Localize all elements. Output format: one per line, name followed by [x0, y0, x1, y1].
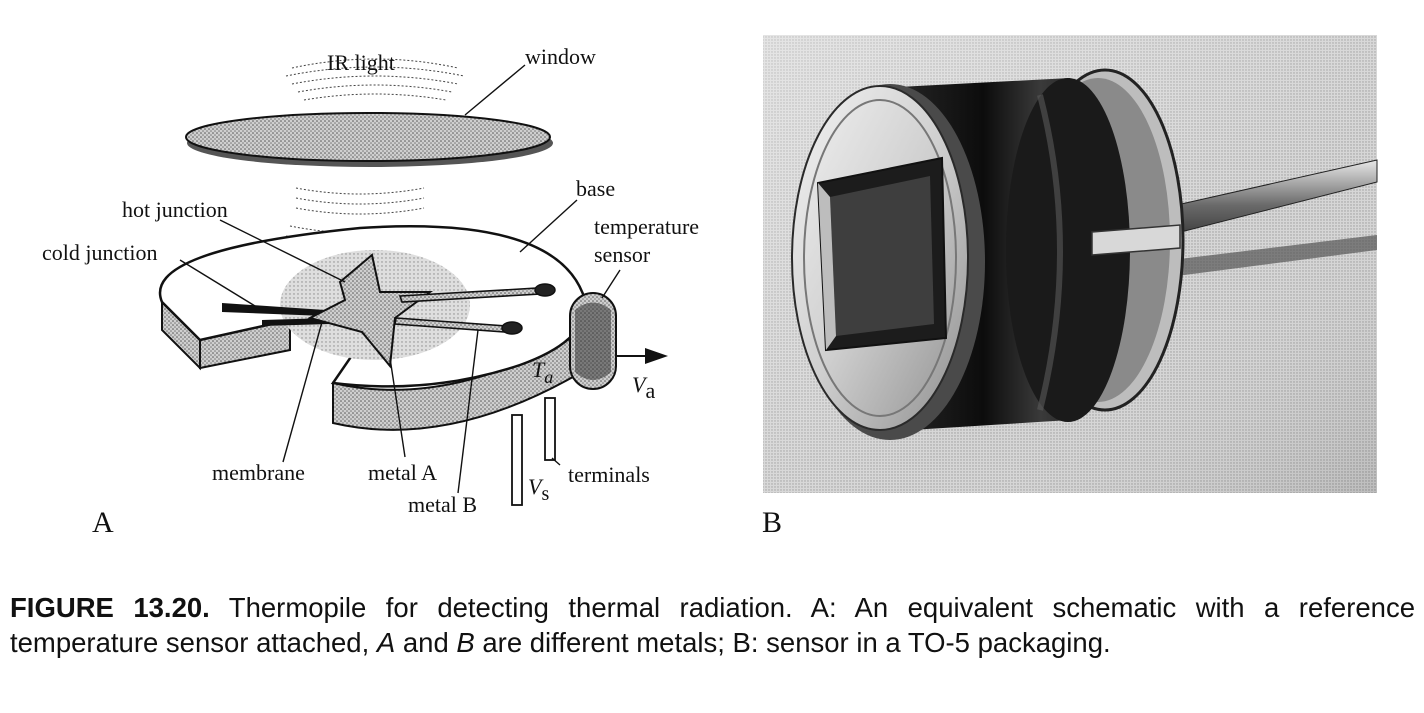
label-base: base	[576, 176, 615, 201]
label-vs: Vs	[528, 474, 549, 505]
label-metal-a: metal A	[368, 460, 437, 485]
va-symbol: V	[632, 372, 648, 397]
va-arrow	[616, 348, 668, 364]
metal-traces	[394, 283, 556, 335]
window-disc	[185, 112, 553, 167]
caption-text-3: are different metals; B: sensor in a TO-…	[474, 627, 1111, 658]
label-membrane: membrane	[212, 460, 305, 485]
vs-symbol: V	[528, 474, 544, 499]
sensor-photo: B	[762, 35, 1378, 539]
label-va: Va	[632, 372, 655, 403]
label-cold-junction: cold junction	[42, 240, 157, 265]
panel-letter-b: B	[762, 506, 782, 539]
label-hot-junction: hot junction	[122, 197, 228, 222]
label-sensor: sensor	[594, 242, 651, 267]
caption-var-a: A	[376, 627, 396, 658]
figure: IR light window base hot junction cold j…	[42, 35, 1378, 539]
thermopile-schematic: IR light window base hot junction cold j…	[42, 44, 699, 539]
leader-lines	[179, 64, 621, 494]
label-window: window	[525, 44, 596, 69]
panel-letter-a: A	[92, 506, 114, 539]
label-ir-light: IR light	[327, 50, 395, 75]
ta-sub: a	[544, 367, 553, 387]
temperature-sensor	[569, 292, 617, 390]
cold-junction-bars	[222, 303, 330, 326]
figure-caption: FIGURE 13.20. Thermopile for detecting t…	[10, 590, 1415, 660]
va-sub: a	[645, 378, 655, 403]
figure-number: FIGURE 13.20.	[10, 592, 210, 623]
caption-text-2: and	[395, 627, 457, 658]
caption-var-b: B	[456, 627, 475, 658]
label-metal-b: metal B	[408, 492, 477, 517]
caption-text-1: Thermopile for detecting thermal radiati…	[10, 592, 1415, 658]
label-ta: Ta	[532, 357, 553, 387]
vs-sub: s	[541, 483, 549, 505]
ta-symbol: T	[532, 357, 546, 382]
label-temperature: temperature	[594, 214, 699, 239]
hot-junction-star	[307, 253, 434, 369]
ir-light-waves	[285, 58, 465, 101]
terminals-legs	[511, 397, 556, 506]
label-terminals: terminals	[568, 462, 650, 487]
